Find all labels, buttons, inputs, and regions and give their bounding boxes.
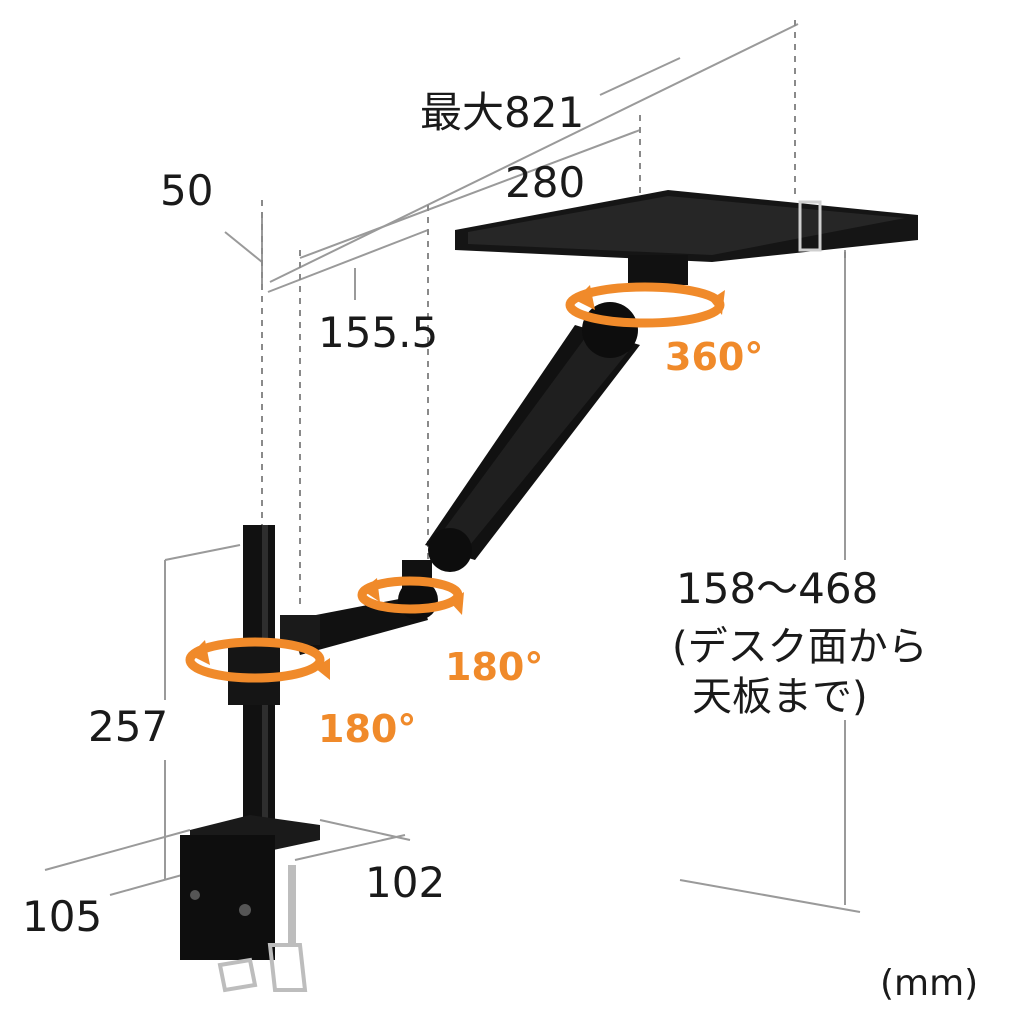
- tray: [455, 190, 918, 285]
- dim-max-reach-label: 最大821: [420, 88, 585, 137]
- dim-offset-label: 50: [160, 166, 214, 215]
- rotation-arrowheads: [190, 285, 725, 680]
- rotation-arrow-mid: [357, 576, 463, 614]
- rotation-label-mid: 180°: [445, 645, 544, 689]
- dim-pole-height-label: 257: [88, 702, 169, 751]
- desk-clamp: [180, 815, 320, 993]
- tray-stopper: [798, 200, 822, 252]
- rotation-label-tray: 360°: [665, 335, 764, 379]
- dim-clamp-width-label: 102: [365, 858, 446, 907]
- dim-tray-depth-label: 280: [505, 158, 586, 207]
- dim-height-note-line1: (デスク面から: [672, 624, 928, 670]
- dim-height-note-line2: 天板まで): [692, 674, 868, 720]
- dim-height-range-label: 158〜468: [676, 564, 879, 613]
- dimension-lines: [44, 23, 861, 913]
- rotation-arrows: [185, 282, 725, 683]
- rotation-arrow-pole: [185, 637, 325, 683]
- dim-clamp-depth-label: 105: [22, 892, 103, 941]
- rotation-label-pole: 180°: [318, 707, 417, 751]
- unit-label: (mm): [880, 963, 979, 1004]
- dim-arm-length-label: 155.5: [318, 308, 439, 357]
